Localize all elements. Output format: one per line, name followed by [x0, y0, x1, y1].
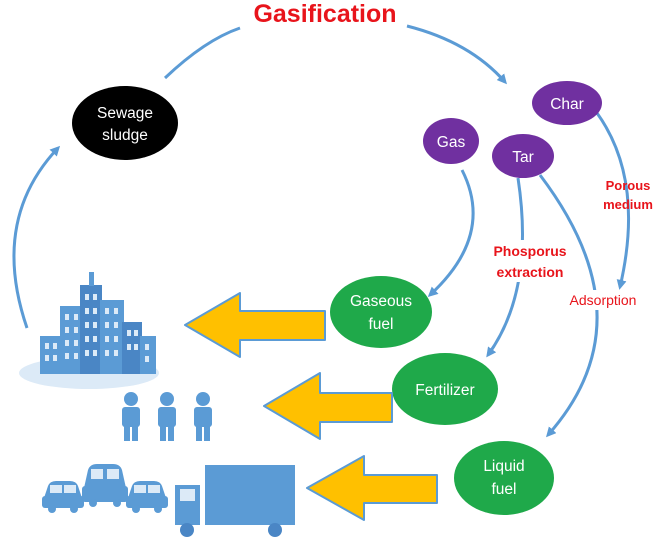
diagram-title: Gasification	[253, 0, 396, 28]
label-porous-medium-line1: Porous	[606, 178, 651, 193]
node-gaseous-fuel: Gaseous fuel	[330, 276, 432, 348]
node-liquid-fuel: Liquid fuel	[454, 441, 554, 515]
cars-icon	[42, 464, 168, 513]
truck-icon	[175, 465, 295, 537]
node-sewage-sludge-line2: sludge	[102, 127, 148, 144]
arrow-gasification-to-products	[406, 24, 507, 85]
label-phosphorus-line1: Phosporus	[493, 243, 566, 259]
arrow-city-to-sludge	[12, 145, 61, 329]
arrow-sludge-to-gasification	[163, 26, 241, 80]
people-icon	[122, 392, 212, 441]
node-gas-label: Gas	[437, 134, 466, 151]
node-sewage-sludge-line1: Sewage	[97, 105, 153, 122]
node-gaseous-fuel-line2: fuel	[369, 316, 394, 333]
node-tar-label: Tar	[512, 149, 534, 166]
label-adsorption: Adsorption	[570, 292, 637, 308]
node-gas: Gas	[423, 118, 479, 164]
arrow-gas-to-gaseous-fuel	[427, 169, 475, 298]
node-liquid-fuel-line1: Liquid	[483, 458, 524, 475]
node-tar: Tar	[492, 134, 554, 178]
big-arrow-liquid-fuel-to-vehicles	[306, 455, 438, 521]
label-adsorption-bg	[558, 290, 648, 310]
big-arrow-gaseous-fuel-to-city	[184, 292, 326, 358]
arrow-tar-to-liquid-fuel	[538, 174, 599, 438]
big-arrow-fertilizer-to-people	[263, 372, 393, 440]
node-sewage-sludge: Sewage sludge	[72, 86, 178, 160]
label-phosphorus-line2: extraction	[497, 264, 564, 280]
label-phosphorus-bg	[487, 240, 575, 282]
node-char-label: Char	[550, 96, 584, 113]
node-fertilizer: Fertilizer	[392, 353, 498, 425]
node-gaseous-fuel-line1: Gaseous	[350, 293, 412, 310]
label-porous-medium-line2: medium	[603, 197, 653, 212]
node-char: Char	[532, 81, 602, 125]
node-fertilizer-label: Fertilizer	[415, 382, 474, 399]
city-buildings-icon	[19, 272, 159, 389]
node-liquid-fuel-line2: fuel	[492, 481, 517, 498]
arrow-char-to-adsorption	[595, 112, 631, 290]
